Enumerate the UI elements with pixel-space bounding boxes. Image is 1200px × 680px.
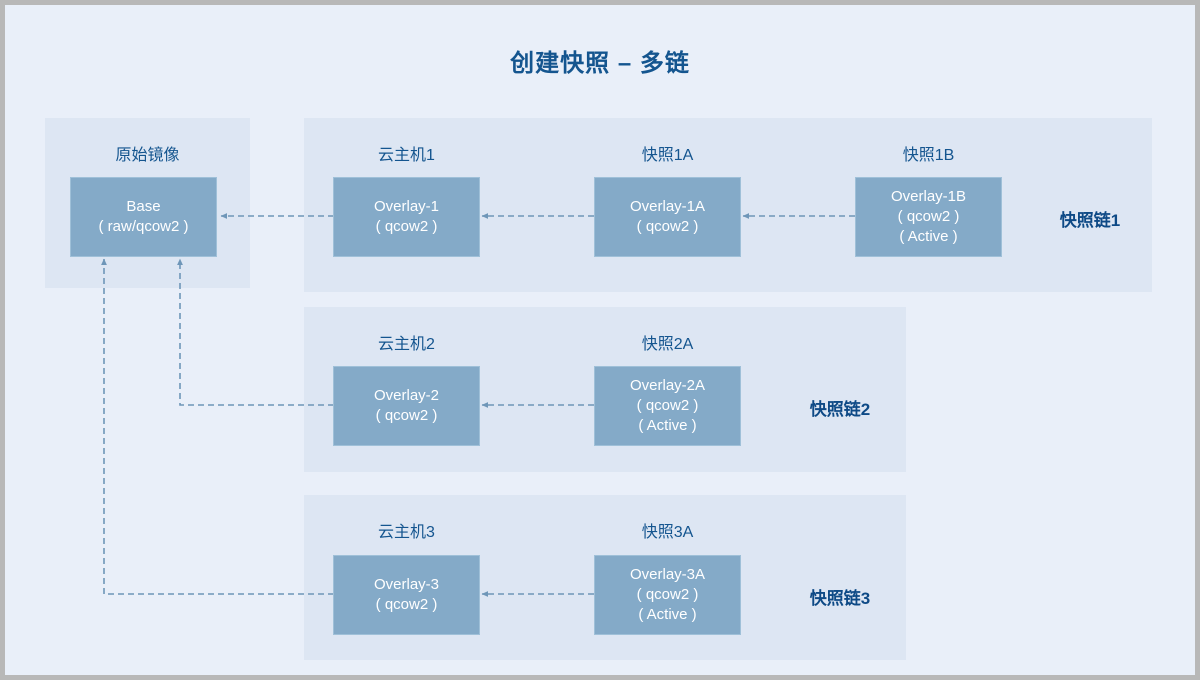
overlay-1b-line-2: ( qcow2 ): [897, 208, 960, 226]
overlay-2-line-2: ( qcow2 ): [375, 407, 438, 424]
node-overlay-2a[interactable]: Overlay-2A ( qcow2 ) ( Active ): [594, 366, 741, 446]
caption-vm-3: 云主机3: [378, 524, 435, 541]
caption-source-image: 原始镜像: [115, 147, 180, 164]
node-overlay-1a[interactable]: Overlay-1A ( qcow2 ): [594, 177, 741, 257]
overlay-3-line-1: Overlay-3: [373, 576, 440, 594]
overlay-3a-line-2: ( qcow2 ): [636, 586, 699, 604]
overlay-2a-line-2: ( qcow2 ): [636, 397, 699, 415]
caption-vm-1: 云主机1: [378, 147, 435, 164]
overlay-1a-line-1: Overlay-1A: [629, 198, 706, 216]
caption-snapshot-1b: 快照1B: [902, 147, 955, 164]
chain-label-2: 快照链2: [809, 400, 871, 419]
overlay-1b-line-3: ( Active ): [899, 227, 958, 245]
page-title: 创建快照 – 多链: [510, 50, 690, 77]
node-overlay-2[interactable]: Overlay-2 ( qcow2 ): [333, 366, 480, 446]
overlay-1-line-1: Overlay-1: [373, 198, 440, 216]
overlay-3-line-2: ( qcow2 ): [375, 596, 438, 613]
node-overlay-3a[interactable]: Overlay-3A ( qcow2 ) ( Active ): [594, 555, 741, 635]
node-overlay-1b[interactable]: Overlay-1B ( qcow2 ) ( Active ): [855, 177, 1002, 257]
chain-label-3: 快照链3: [809, 589, 871, 608]
wire-overlay3-to-base: [101, 258, 334, 595]
overlay-3a-line-1: Overlay-3A: [629, 566, 706, 584]
caption-snapshot-3a: 快照3A: [641, 524, 694, 541]
base-image-node[interactable]: Base ( raw/qcow2 ): [70, 177, 217, 257]
base-node-line-2: ( raw/qcow2 ): [98, 218, 189, 235]
overlay-1a-line-2: ( qcow2 ): [636, 218, 699, 235]
node-overlay-1[interactable]: Overlay-1 ( qcow2 ): [333, 177, 480, 257]
diagram-canvas: 创建快照 – 多链 原始镜像 Bas: [5, 5, 1195, 675]
overlay-2a-line-1: Overlay-2A: [629, 377, 706, 395]
base-node-line-1: Base: [126, 198, 161, 216]
chain-label-1: 快照链1: [1059, 211, 1121, 230]
caption-vm-2: 云主机2: [378, 336, 435, 353]
node-overlay-3[interactable]: Overlay-3 ( qcow2 ): [333, 555, 480, 635]
overlay-2-line-1: Overlay-2: [373, 387, 440, 405]
overlay-1-line-2: ( qcow2 ): [375, 218, 438, 235]
caption-snapshot-2a: 快照2A: [641, 336, 694, 353]
caption-snapshot-1a: 快照1A: [641, 147, 694, 164]
overlay-1b-line-1: Overlay-1B: [890, 188, 967, 206]
overlay-3a-line-3: ( Active ): [638, 605, 697, 623]
overlay-2a-line-3: ( Active ): [638, 416, 697, 434]
